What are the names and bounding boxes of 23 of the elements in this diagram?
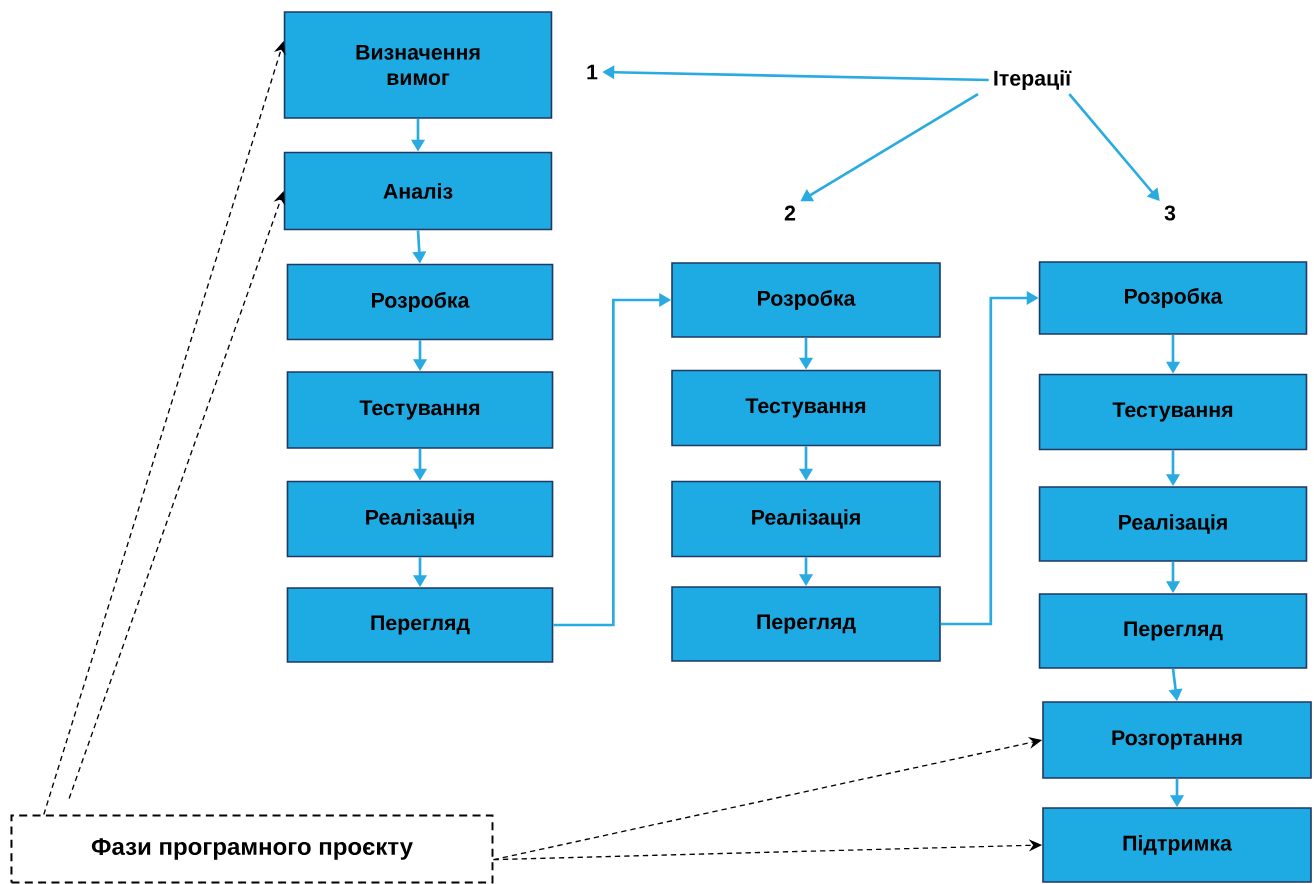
process-box: Тестування <box>286 371 554 449</box>
process-box: Тестування <box>1038 373 1308 451</box>
process-box: Розробка <box>1038 261 1308 335</box>
process-box: Тестування <box>671 369 941 447</box>
dashed-arrow <box>43 41 286 816</box>
process-box: Підтримка <box>1042 807 1312 883</box>
process-box: Визначення вимог <box>283 11 553 119</box>
process-box: Реалізація <box>286 480 554 558</box>
iteration-label: 1 <box>587 64 598 80</box>
process-box: Аналіз <box>283 151 553 231</box>
process-box: Перегляд <box>671 586 941 662</box>
iteration-label: Ітерації <box>994 70 1072 90</box>
iteration-label: 2 <box>784 205 796 221</box>
process-box: Реалізація <box>1038 486 1308 562</box>
process-box: Розгортання <box>1042 701 1312 779</box>
dashed-arrow <box>68 191 285 800</box>
phases-label-box: Фази програмного проєкту <box>10 814 494 884</box>
process-box: Перегляд <box>286 587 554 663</box>
process-box: Розробка <box>671 262 941 338</box>
process-box: Розробка <box>286 263 554 341</box>
iteration-label: 3 <box>1164 205 1176 221</box>
process-box: Реалізація <box>671 480 941 558</box>
process-box: Перегляд <box>1038 593 1308 669</box>
